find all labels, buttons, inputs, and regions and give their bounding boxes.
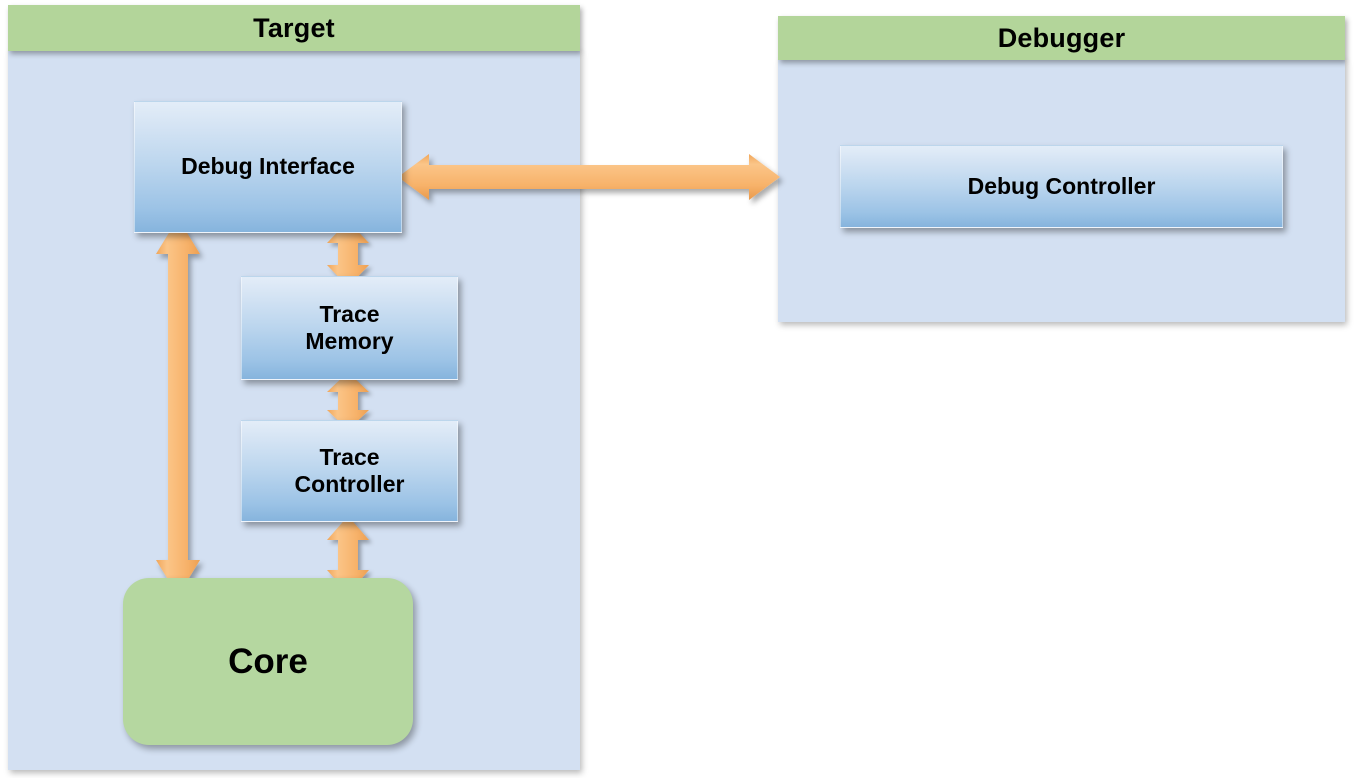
node-trace-controller[interactable]: Trace Controller bbox=[241, 420, 458, 522]
panel-debugger-header: Debugger bbox=[778, 16, 1345, 60]
node-core-label: Core bbox=[228, 641, 308, 681]
arrow-debug-interface-to-debug-controller bbox=[398, 152, 780, 202]
arrow-trace-controller-to-core bbox=[325, 516, 371, 594]
arrow-core-to-debug-interface bbox=[154, 218, 202, 596]
node-trace-controller-label-line2: Controller bbox=[294, 471, 405, 497]
arrow-debug-interface-to-trace-memory bbox=[325, 221, 371, 287]
panel-target-header: Target bbox=[8, 5, 580, 51]
node-debug-interface-label: Debug Interface bbox=[181, 153, 355, 180]
node-trace-memory-label-line2: Memory bbox=[305, 328, 394, 354]
node-trace-controller-label-line1: Trace bbox=[319, 443, 380, 470]
panel-target-title: Target bbox=[253, 12, 335, 43]
node-debug-interface[interactable]: Debug Interface bbox=[134, 101, 402, 233]
node-debug-controller[interactable]: Debug Controller bbox=[840, 145, 1283, 228]
node-trace-memory[interactable]: Trace Memory bbox=[241, 276, 458, 380]
node-trace-memory-label-line1: Trace bbox=[319, 300, 380, 327]
node-trace-memory-label: Trace Memory bbox=[305, 301, 393, 355]
panel-debugger-title: Debugger bbox=[997, 22, 1126, 53]
node-trace-controller-label: Trace Controller bbox=[295, 444, 405, 498]
node-debug-controller-label: Debug Controller bbox=[967, 172, 1156, 199]
node-core[interactable]: Core bbox=[123, 578, 413, 745]
arrow-trace-memory-to-trace-controller bbox=[325, 372, 371, 430]
